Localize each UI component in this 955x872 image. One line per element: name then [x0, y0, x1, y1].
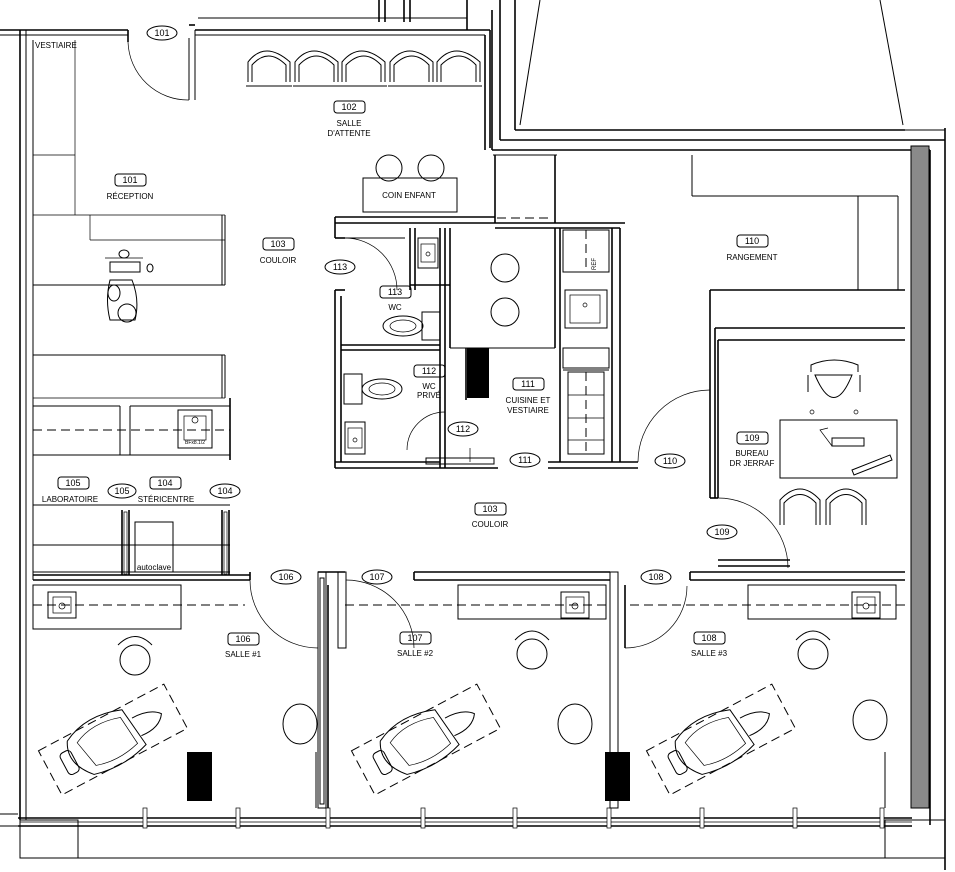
label-salle1: SALLE #1: [225, 650, 262, 659]
tag-110: 110: [663, 456, 677, 466]
central-block-walls: [334, 154, 638, 469]
label-stericentre: STÉRICENTRE: [138, 495, 194, 504]
wc-113-fixtures: [382, 237, 441, 341]
operatory-1-black-element: [187, 752, 212, 801]
coin-enfant-table: [362, 177, 458, 213]
label-105-number: 105: [65, 478, 80, 488]
label-salle2: SALLE #2: [397, 649, 434, 658]
operatory-1: [32, 584, 318, 808]
lab-sterilisation: [33, 504, 251, 581]
label-couloir-top: COULOIR: [260, 256, 297, 265]
label-autoclave: autoclave: [137, 563, 172, 572]
right-window-gray: [910, 145, 930, 809]
label-bureau-2: DR JERRAF: [730, 459, 775, 468]
label-bureau-1: BUREAU: [735, 449, 769, 458]
tag-vestiaire: 101: [154, 28, 169, 38]
label-cuisine-1: CUISINE ET: [506, 396, 551, 405]
label-reception: RÉCEPTION: [107, 192, 154, 201]
label-101-number: 101: [122, 175, 137, 185]
room-labels: VESTIAIRE 101 102 SALLE D'ATTENTE COIN E…: [35, 25, 778, 659]
label-couloir-mid: COULOIR: [472, 520, 509, 529]
tag-108: 108: [648, 572, 663, 582]
rangement-bureau: [691, 155, 905, 569]
label-102-number: 102: [341, 102, 356, 112]
waiting-room: [246, 30, 491, 213]
operatory-2: [345, 584, 630, 801]
label-wc: WC: [388, 303, 402, 312]
label-110-number: 110: [745, 236, 759, 246]
label-107-number: 107: [407, 633, 422, 643]
wc-112-fixtures: [343, 373, 495, 465]
label-112-number: 112: [422, 366, 436, 376]
label-106-number: 106: [235, 634, 250, 644]
treatment-room-walls: [249, 571, 905, 809]
label-salle3: SALLE #3: [691, 649, 728, 658]
label-103-top-number: 103: [270, 239, 285, 249]
reception-area: [32, 24, 231, 580]
label-coin-enfant: COIN ENFANT: [382, 191, 436, 200]
label-vestiaire: VESTIAIRE: [35, 41, 77, 50]
waiting-chairs: [246, 50, 482, 87]
tag-113: 113: [333, 262, 347, 272]
label-103-mid-number: 103: [482, 504, 497, 514]
label-ref: REF: [592, 258, 598, 270]
label-102-line2: D'ATTENTE: [327, 129, 370, 138]
label-109-number: 109: [744, 433, 759, 443]
tag-106: 106: [278, 572, 293, 582]
label-108-number: 108: [701, 633, 716, 643]
operatory-3: [630, 584, 905, 808]
operatory-2-black-element: [605, 752, 630, 801]
tag-112: 112: [456, 424, 470, 434]
label-104-number: 104: [157, 478, 172, 488]
kitchen-black-element: [467, 348, 489, 398]
kitchen-fixtures: [467, 229, 711, 463]
label-cuisine-2: VESTIAIRE: [507, 406, 549, 415]
label-sink-note: BFx8.1/2: [185, 440, 205, 446]
label-laboratoire: LABORATOIRE: [42, 495, 98, 504]
tag-111: 111: [518, 455, 532, 465]
label-wc-prive-1: WC: [422, 382, 436, 391]
tag-107: 107: [369, 572, 384, 582]
tag-104: 104: [217, 486, 232, 496]
label-111-number: 111: [521, 379, 535, 389]
tag-105: 105: [114, 486, 129, 496]
label-102-line1: SALLE: [337, 119, 362, 128]
tag-109: 109: [714, 527, 729, 537]
bottom-window-mullions: [20, 807, 912, 829]
label-wc-prive-2: PRIVÉ: [417, 391, 441, 400]
label-rangement: RANGEMENT: [726, 253, 777, 262]
label-113-number: 113: [388, 287, 402, 297]
